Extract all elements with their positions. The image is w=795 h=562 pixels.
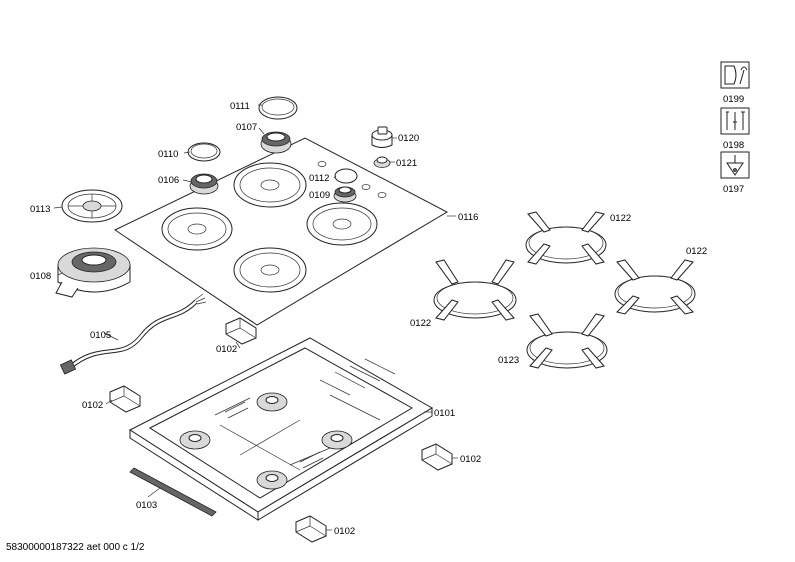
service-icon-0197[interactable]: 0197	[720, 151, 750, 195]
label-0102-bottom: 0102	[334, 526, 355, 537]
lubricant-icon	[726, 155, 744, 176]
burner-crown-small[interactable]	[189, 173, 219, 195]
label-0122-right: 0122	[686, 246, 707, 257]
burner-well-rear	[233, 162, 307, 208]
cooktop-top-plate[interactable]	[113, 137, 449, 326]
label-0106: 0106	[158, 175, 179, 186]
label-0122-rear: 0122	[610, 213, 631, 224]
manual-wrench-icon	[724, 65, 748, 85]
burner-cap-aux[interactable]	[334, 168, 358, 184]
mounting-clamp-1[interactable]	[225, 317, 257, 345]
pan-support-right[interactable]	[614, 259, 696, 315]
service-icon-0198[interactable]: 0198	[720, 107, 750, 151]
pan-support-left[interactable]	[433, 259, 517, 321]
label-0102-right: 0102	[460, 454, 481, 465]
label-0122-left: 0122	[410, 318, 431, 329]
tools-icon	[726, 111, 745, 130]
label-0105: 0105	[90, 330, 111, 341]
mounting-clamp-3[interactable]	[421, 443, 453, 471]
mounting-clamp-2[interactable]	[109, 385, 141, 413]
pan-support-front[interactable]	[526, 313, 608, 369]
leader-lines	[53, 104, 458, 531]
label-0113: 0113	[30, 204, 50, 215]
burner-well-right	[306, 202, 378, 246]
mounting-clamp-4[interactable]	[295, 515, 327, 543]
burner-crown-aux[interactable]	[333, 186, 357, 203]
label-0110: 0110	[158, 149, 178, 160]
service-icon-0199[interactable]: 0199	[720, 61, 750, 105]
label-0101: 0101	[434, 408, 455, 419]
label-0103: 0103	[136, 500, 157, 511]
label-0107: 0107	[236, 122, 257, 133]
pan-support-rear[interactable]	[525, 211, 607, 265]
burner-cap-small[interactable]	[187, 142, 221, 162]
sealing-strip[interactable]	[129, 467, 217, 517]
label-0108: 0108	[30, 271, 51, 282]
wok-burner[interactable]	[55, 247, 131, 298]
label-0199: 0199	[723, 94, 744, 105]
knob-seal[interactable]	[373, 156, 391, 168]
label-0102-left: 0102	[82, 400, 103, 411]
label-0198: 0198	[723, 140, 744, 151]
label-0120: 0120	[398, 133, 419, 144]
label-0109: 0109	[309, 190, 330, 201]
document-id: 58300000187322 aet 000 c 1/2	[6, 542, 145, 553]
control-knob[interactable]	[371, 126, 393, 148]
base-tray[interactable]	[128, 337, 433, 521]
label-0116: 0116	[458, 212, 478, 223]
part-labels: 0111 0107 0110 0106 0120 0121 0112 0109 …	[30, 101, 707, 537]
wok-burner-cap[interactable]	[61, 189, 123, 223]
label-0197: 0197	[723, 184, 744, 195]
burner-cap-large[interactable]	[258, 96, 298, 120]
label-0112: 0112	[309, 173, 329, 184]
label-0111: 0111	[230, 101, 250, 112]
label-0121: 0121	[396, 158, 417, 169]
label-0123: 0123	[498, 355, 519, 366]
label-0102-top: 0102	[216, 344, 237, 355]
burner-well-front	[233, 247, 307, 293]
burner-crown-medium[interactable]	[260, 131, 292, 154]
burner-well-left	[161, 207, 233, 251]
mains-cable[interactable]	[59, 293, 207, 375]
